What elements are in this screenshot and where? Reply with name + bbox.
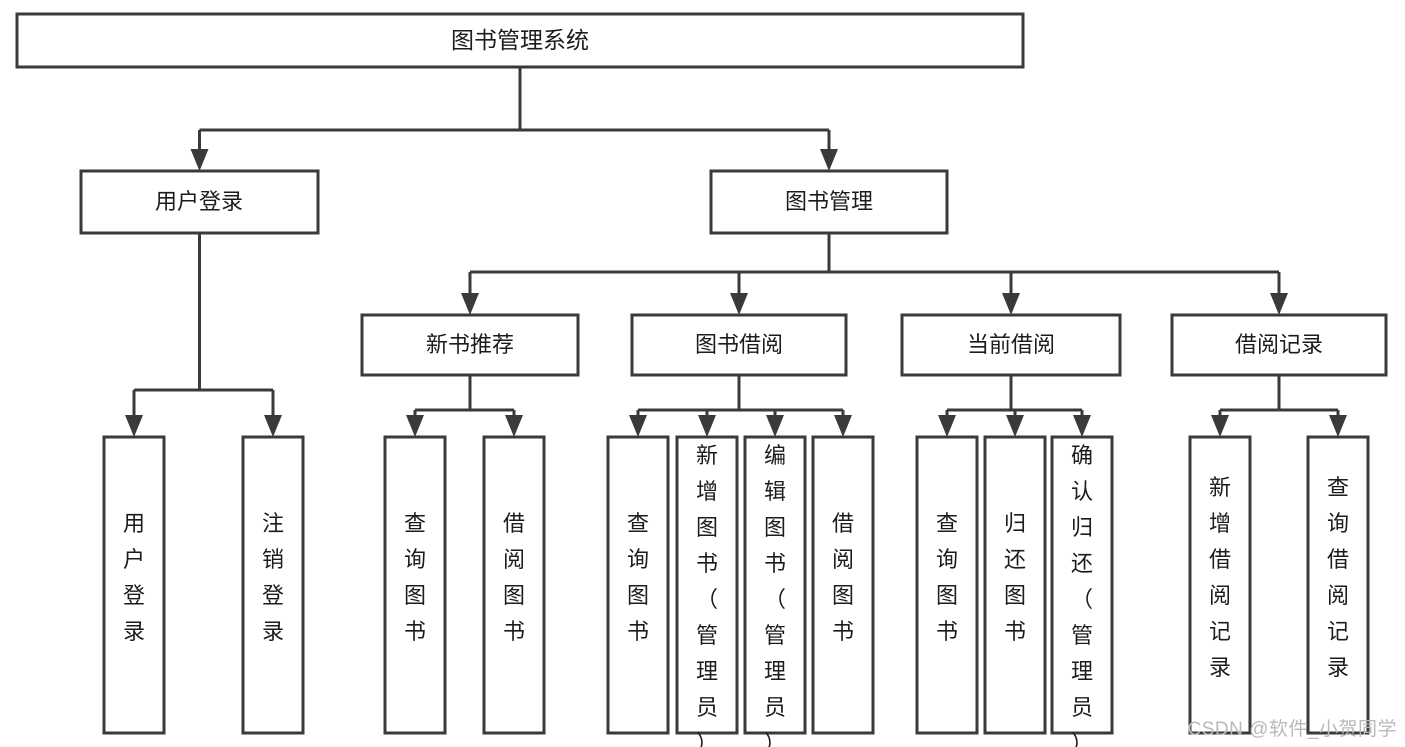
leaf-return-book-box[interactable]	[983, 435, 1047, 735]
leaf-add-record-label: 新增借阅记录	[1209, 475, 1231, 680]
node-book-borrow[interactable]: 图书借阅	[630, 313, 848, 377]
leaf-user-login-label: 用户登录	[123, 511, 145, 644]
leaf-edit-book-box[interactable]	[743, 435, 807, 735]
leaf-fan-图书借阅-arrow-1	[698, 415, 716, 437]
leaf-add-book-label: 新增图书（管理员）	[696, 443, 718, 747]
leaf-fan-借阅记录-arrow-1	[1329, 415, 1347, 437]
leaf-borrow-book-1-label: 借阅图书	[503, 511, 525, 644]
node-new-book-recommend-label: 新书推荐	[426, 332, 514, 357]
leaf-query-book-2[interactable]: 查询图书	[606, 435, 670, 735]
bookmgmt-to-level3-arrow-3	[1270, 293, 1288, 315]
leaf-query-book-1-box[interactable]	[383, 435, 447, 735]
leaf-logout-label: 注销登录	[262, 511, 284, 644]
leaf-return-book[interactable]: 归还图书	[983, 435, 1047, 735]
connector-layer	[125, 67, 1347, 437]
leaf-edit-book[interactable]: 编辑图书（管理员）	[743, 435, 807, 747]
leaf-query-record-label: 查询借阅记录	[1327, 475, 1349, 680]
root-to-level2-arrow-0	[190, 149, 209, 171]
leaf-fan-当前借阅-arrow-1	[1006, 415, 1024, 437]
leaf-query-book-3[interactable]: 查询图书	[915, 435, 979, 735]
node-root[interactable]: 图书管理系统	[15, 12, 1025, 69]
node-borrow-record[interactable]: 借阅记录	[1170, 313, 1388, 377]
leaf-logout[interactable]: 注销登录	[241, 435, 305, 735]
node-user-login-box[interactable]	[79, 169, 320, 235]
leaf-query-book-1[interactable]: 查询图书	[383, 435, 447, 735]
leaf-edit-book-label: 编辑图书（管理员）	[764, 443, 786, 747]
leaf-fan-用户登录-arrow-0	[125, 415, 143, 437]
leaf-borrow-book-1[interactable]: 借阅图书	[482, 435, 546, 735]
bookmgmt-to-level3-arrow-2	[1002, 293, 1020, 315]
leaf-query-book-2-label: 查询图书	[627, 511, 649, 644]
leaf-fan-图书借阅-arrow-0	[629, 415, 647, 437]
leaf-query-book-3-label: 查询图书	[936, 511, 958, 644]
node-book-management-label: 图书管理	[785, 189, 873, 214]
node-book-management-box[interactable]	[709, 169, 949, 235]
leaf-add-book[interactable]: 新增图书（管理员）	[675, 435, 739, 747]
leaf-borrow-book-2[interactable]: 借阅图书	[811, 435, 875, 735]
leaf-query-book-3-box[interactable]	[915, 435, 979, 735]
leaf-fan-图书借阅-arrow-2	[766, 415, 784, 437]
node-user-login[interactable]: 用户登录	[79, 169, 320, 235]
node-new-book-recommend-box[interactable]	[360, 313, 580, 377]
leaf-query-book-2-box[interactable]	[606, 435, 670, 735]
node-current-borrow-box[interactable]	[900, 313, 1122, 377]
bookmgmt-to-level3-arrow-0	[461, 293, 479, 315]
node-book-borrow-label: 图书借阅	[695, 332, 783, 357]
node-book-borrow-box[interactable]	[630, 313, 848, 377]
leaf-add-record[interactable]: 新增借阅记录	[1188, 435, 1252, 735]
bookmgmt-to-level3-arrow-1	[730, 293, 748, 315]
leaf-confirm-return-label: 确认归还（管理员）	[1071, 443, 1093, 747]
leaf-add-book-box[interactable]	[675, 435, 739, 735]
node-root-box[interactable]	[15, 12, 1025, 69]
leaf-confirm-return-box[interactable]	[1050, 435, 1114, 735]
leaf-fan-当前借阅-arrow-0	[938, 415, 956, 437]
leaf-fan-借阅记录-arrow-0	[1211, 415, 1229, 437]
leaf-user-login-box[interactable]	[102, 435, 166, 735]
leaf-fan-新书推荐-arrow-1	[505, 415, 523, 437]
leaf-layer: 用户登录 注销登录 查询图书 借阅图书 查询图书 新增图书（管理员） 编辑图书（管理员） 借阅…	[102, 435, 1370, 747]
leaf-confirm-return[interactable]: 确认归还（管理员）	[1050, 435, 1114, 747]
node-borrow-record-label: 借阅记录	[1235, 332, 1323, 357]
leaf-fan-当前借阅-arrow-2	[1073, 415, 1091, 437]
root-to-level2-arrow-1	[820, 149, 838, 171]
leaf-logout-box[interactable]	[241, 435, 305, 735]
leaf-query-record[interactable]: 查询借阅记录	[1306, 435, 1370, 735]
leaf-fan-图书借阅-arrow-3	[834, 415, 852, 437]
node-current-borrow[interactable]: 当前借阅	[900, 313, 1122, 377]
node-root-label: 图书管理系统	[451, 27, 589, 53]
leaf-query-record-box[interactable]	[1306, 435, 1370, 735]
leaf-borrow-book-1-box[interactable]	[482, 435, 546, 735]
node-current-borrow-label: 当前借阅	[967, 332, 1055, 357]
leaf-query-book-1-label: 查询图书	[404, 511, 426, 644]
leaf-fan-用户登录-arrow-1	[264, 415, 282, 437]
leaf-borrow-book-2-label: 借阅图书	[832, 511, 854, 644]
leaf-add-record-box[interactable]	[1188, 435, 1252, 735]
node-user-login-label: 用户登录	[155, 189, 243, 214]
leaf-user-login[interactable]: 用户登录	[102, 435, 166, 735]
leaf-fan-新书推荐-arrow-0	[406, 415, 424, 437]
node-book-management[interactable]: 图书管理	[709, 169, 949, 235]
node-borrow-record-box[interactable]	[1170, 313, 1388, 377]
node-new-book-recommend[interactable]: 新书推荐	[360, 313, 580, 377]
leaf-borrow-book-2-box[interactable]	[811, 435, 875, 735]
leaf-return-book-label: 归还图书	[1004, 511, 1026, 644]
